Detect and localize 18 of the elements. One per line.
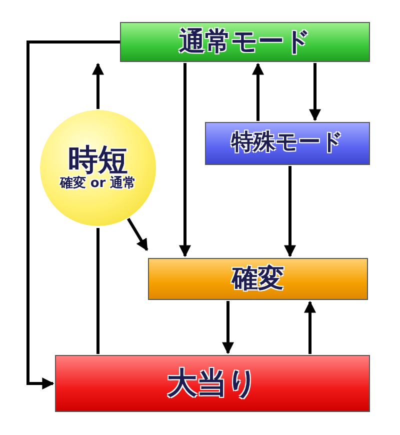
mode-box bbox=[120, 22, 370, 62]
node-subtitle: 確変 or 通常 bbox=[60, 177, 136, 192]
state-box bbox=[148, 258, 368, 300]
node-title: 大当り bbox=[167, 367, 258, 400]
node-title: 通常モード bbox=[179, 28, 311, 56]
arrow bbox=[252, 62, 264, 121]
mode-box bbox=[205, 122, 370, 165]
node-title: 特殊モード bbox=[232, 131, 344, 156]
arrow bbox=[26, 40, 120, 390]
node-title: 確変 bbox=[232, 264, 284, 294]
arrow bbox=[284, 166, 296, 258]
arrow bbox=[126, 218, 148, 252]
arrow bbox=[304, 300, 316, 354]
arrow bbox=[92, 62, 104, 109]
jackpot-box bbox=[55, 355, 370, 412]
arrow bbox=[179, 63, 191, 258]
arrow bbox=[309, 63, 321, 122]
arrow bbox=[222, 301, 234, 354]
